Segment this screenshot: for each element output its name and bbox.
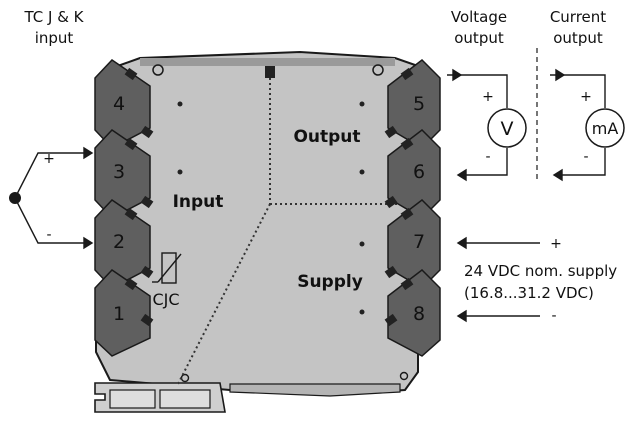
current-wire-bottom: [556, 148, 606, 176]
supply-spec-line2: (16.8...31.2 VDC): [464, 284, 594, 302]
voltage-wire-top-arrow: [452, 68, 463, 82]
housing-bottom-foot: [229, 383, 401, 397]
terminal-screw-slot: [384, 265, 398, 279]
current-output-title-line2: output: [553, 29, 603, 47]
terminal-number-5: 5: [413, 93, 425, 115]
voltage-plus-sign: +: [482, 89, 494, 105]
terminal-screw-slot: [124, 277, 138, 291]
voltage-wire-top: [447, 74, 508, 108]
terminal-block-left: 4 3 2 1: [94, 59, 154, 357]
voltage-wire-bottom-arrow: [456, 168, 467, 182]
bottom-screw-right: [399, 371, 409, 381]
terminal-1: [94, 269, 151, 357]
current-minus-sign: -: [583, 149, 588, 165]
tc-minus-sign: -: [46, 227, 51, 243]
voltage-wire-bottom: [460, 148, 508, 176]
terminal-3: [94, 129, 151, 219]
section-divider-diagonal: [177, 203, 271, 385]
terminal-screw-slot: [384, 313, 398, 327]
tc-wire-minus: [14, 197, 90, 244]
cjc-label: CJC: [152, 290, 179, 309]
mount-dot: [359, 241, 365, 247]
mount-dot: [359, 169, 365, 175]
terminal-number-3: 3: [113, 161, 125, 183]
current-wire-bottom-arrow: [552, 168, 563, 182]
top-screw-left: [152, 64, 164, 76]
din-clip-slot-right: [159, 389, 211, 409]
voltage-meter-wiring: [447, 68, 508, 182]
top-screw-right: [372, 64, 384, 76]
current-meter-wiring: [550, 68, 606, 182]
tc-wire-minus-arrow: [83, 236, 94, 250]
mount-dot: [177, 169, 183, 175]
tc-wire-plus: [14, 152, 90, 199]
cjc-sensor: [152, 252, 182, 284]
thermocouple-wiring: [14, 146, 94, 250]
supply-wire-plus-arrow: [456, 236, 467, 250]
terminal-block-right: 5 6 7 8: [384, 59, 441, 357]
terminal-screw-slot: [140, 195, 154, 209]
terminal-screw-slot: [140, 265, 154, 279]
section-label-input: Input: [173, 192, 224, 212]
voltage-output-title-line2: output: [454, 29, 504, 47]
cjc-sensor-slash: [157, 253, 182, 283]
terminal-screw-slot: [124, 137, 138, 151]
current-plus-sign: +: [580, 89, 592, 105]
terminal-number-4: 4: [113, 93, 125, 115]
thermocouple-junction-dot: [9, 192, 21, 204]
mount-dot: [359, 101, 365, 107]
current-output-title-line1: Current: [550, 8, 606, 26]
terminal-7: [387, 199, 441, 289]
terminal-number-8: 8: [413, 303, 425, 325]
cjc-sensor-body: [161, 252, 177, 284]
current-wire-top: [550, 74, 606, 108]
terminal-screw-slot: [400, 137, 414, 151]
supply-wire-minus-arrow: [456, 309, 467, 323]
section-label-output: Output: [293, 127, 360, 147]
terminal-screw-slot: [124, 207, 138, 221]
terminal-number-7: 7: [413, 231, 425, 253]
terminal-6: [387, 129, 441, 219]
terminal-screw-slot: [124, 67, 138, 81]
voltage-output-title-line1: Voltage: [451, 8, 507, 26]
terminal-8: [387, 269, 441, 357]
terminal-number-6: 6: [413, 161, 425, 183]
supply-wiring: [456, 236, 540, 323]
terminal-2: [94, 199, 151, 289]
terminal-number-1: 1: [113, 303, 125, 325]
tc-input-title-line2: input: [35, 29, 74, 47]
voltage-minus-sign: -: [485, 149, 490, 165]
supply-minus-sign: -: [551, 308, 556, 324]
tc-wire-plus-arrow: [83, 146, 94, 160]
terminal-screw-slot: [400, 277, 414, 291]
terminal-5: [387, 59, 441, 149]
din-clip-slot-left: [109, 389, 156, 409]
ammeter-symbol: mA: [592, 119, 619, 138]
tc-plus-sign: +: [43, 151, 55, 167]
supply-plus-sign: +: [550, 236, 562, 252]
terminal-screw-slot: [384, 125, 398, 139]
terminal-screw-slot: [400, 67, 414, 81]
housing-top-rail: [140, 58, 395, 66]
ammeter: [585, 108, 625, 148]
voltmeter-symbol: V: [501, 118, 514, 140]
voltmeter: [487, 108, 527, 148]
current-wire-top-arrow: [555, 68, 566, 82]
module-housing: [94, 50, 419, 413]
terminal-screw-slot: [140, 125, 154, 139]
supply-spec-line1: 24 VDC nom. supply: [464, 262, 617, 280]
section-label-supply: Supply: [297, 272, 363, 292]
terminal-4: [94, 59, 151, 149]
terminal-number-2: 2: [113, 231, 125, 253]
mount-dot: [359, 309, 365, 315]
terminal-screw-slot: [400, 207, 414, 221]
tc-input-title-line1: TC J & K: [23, 8, 84, 26]
terminal-screw-slot: [384, 195, 398, 209]
mount-dot: [177, 101, 183, 107]
terminal-screw-slot: [140, 313, 154, 327]
top-center-connector: [265, 66, 275, 78]
